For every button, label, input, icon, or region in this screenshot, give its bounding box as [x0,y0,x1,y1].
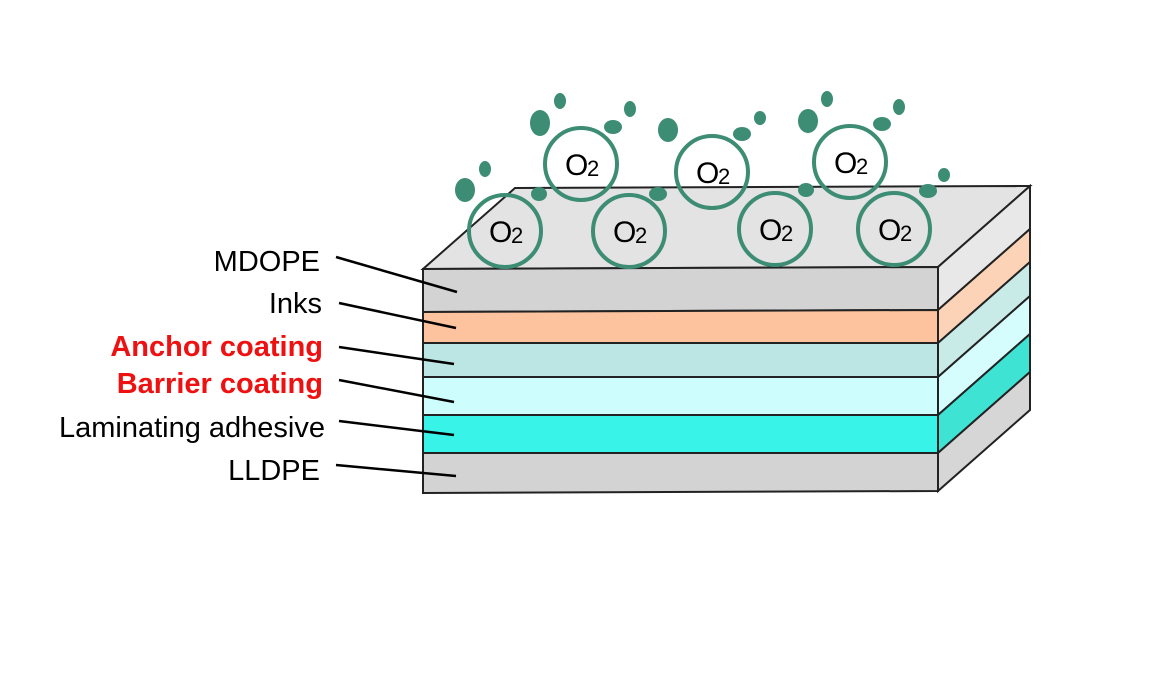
oxygen-molecule: O2 [812,124,888,200]
leader-line-mdope [335,255,458,294]
oxygen-dot [554,93,566,109]
oxygen-dot [479,161,491,177]
oxygen-molecule: O2 [543,126,619,202]
oxygen-subscript: 2 [511,223,523,248]
oxygen-dot [455,178,475,202]
oxygen-subscript: 2 [900,221,912,246]
stack-front-faces [422,265,939,495]
front-face-anchor-coating [422,342,939,378]
label-anchor-coating: Anchor coating [110,331,323,363]
oxygen-molecule: O2 [856,191,932,267]
oxygen-dot [733,127,751,141]
oxygen-dot [649,187,667,201]
oxygen-symbol: O [696,157,719,190]
leader-line-anchor-coating [338,345,455,366]
label-laminating-adhesive: Laminating adhesive [59,412,325,444]
oxygen-molecule: O2 [467,193,543,269]
label-lldpe: LLDPE [228,455,320,487]
oxygen-dot [754,111,766,125]
oxygen-dot [893,99,905,115]
oxygen-dot [821,91,833,107]
oxygen-subscript: 2 [587,156,599,181]
oxygen-dot [873,117,891,131]
oxygen-dot [658,118,678,142]
oxygen-molecule-ring [543,126,619,202]
oxygen-molecule-ring [812,124,888,200]
oxygen-subscript: 2 [856,154,868,179]
oxygen-molecule: O2 [737,191,813,267]
oxygen-molecule-ring [737,191,813,267]
label-inks: Inks [269,288,322,320]
oxygen-symbol: O [613,216,636,249]
front-face-laminating-adhesive [422,414,939,454]
oxygen-symbol: O [565,149,588,182]
leader-line-inks [338,301,457,330]
front-face-mdope [422,265,939,314]
front-face-barrier-coating [422,376,939,416]
leader-line-barrier-coating [338,378,455,404]
oxygen-symbol: O [834,147,857,180]
oxygen-dot [531,187,547,201]
oxygen-subscript: 2 [781,221,793,246]
leader-line-laminating-adhesive [338,419,455,437]
oxygen-molecule-ring [591,193,667,269]
oxygen-molecule: O2 [674,134,750,210]
front-face-lldpe [422,452,939,495]
oxygen-subscript: 2 [718,164,730,189]
oxygen-symbol: O [759,214,782,247]
oxygen-symbol: O [489,216,512,249]
label-mdope: MDOPE [214,246,320,278]
oxygen-dot [798,183,814,197]
oxygen-dot [919,184,937,198]
oxygen-dots [455,91,950,202]
oxygen-dot [624,101,636,117]
oxygen-molecule-ring [467,193,543,269]
layer-labels: MDOPE Inks Anchor coating Barrier coatin… [59,246,458,487]
oxygen-dot [604,120,622,134]
oxygen-symbol: O [878,214,901,247]
oxygen-subscript: 2 [635,223,647,248]
leader-line-lldpe [335,463,457,478]
oxygen-dot [938,168,950,182]
label-barrier-coating: Barrier coating [117,368,323,400]
oxygen-dot [530,110,550,136]
oxygen-molecule-ring [674,134,750,210]
oxygen-dot [798,109,818,133]
oxygen-molecule: O2 [591,193,667,269]
oxygen-molecule-ring [856,191,932,267]
front-face-inks [422,308,939,344]
